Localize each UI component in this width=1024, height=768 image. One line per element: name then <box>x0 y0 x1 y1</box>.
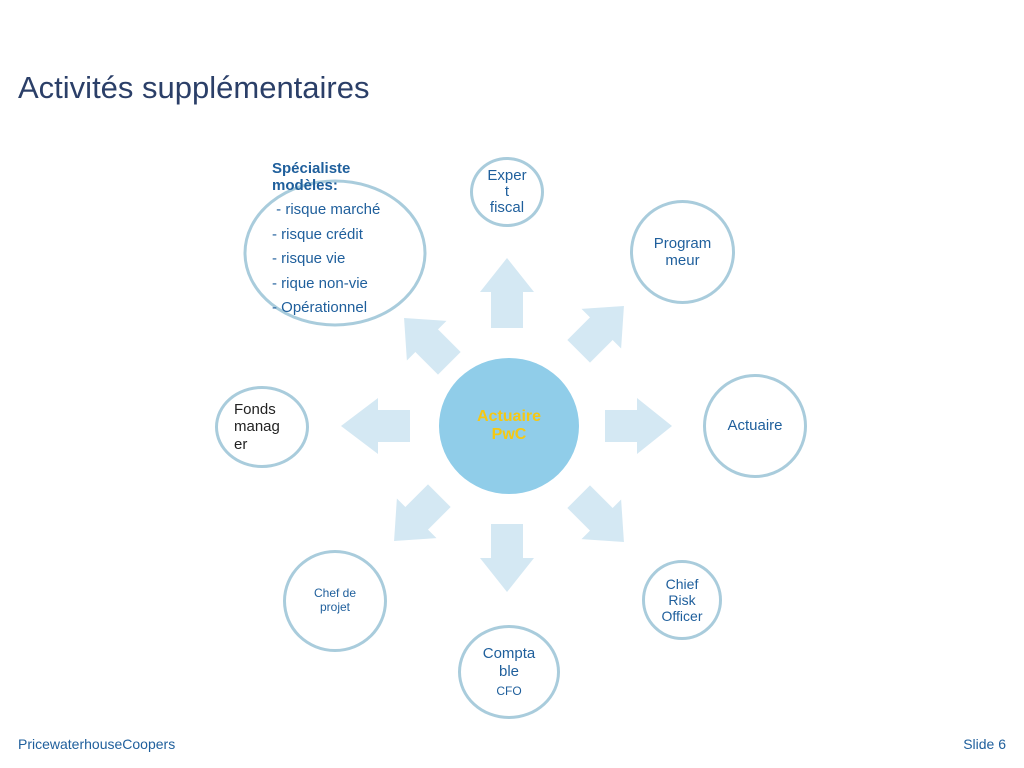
specialist-item: - Opérationnel <box>272 299 368 316</box>
specialist-item: - risque vie <box>272 250 346 267</box>
center-label-line2: PwC <box>491 426 527 443</box>
node-label-line: Chief <box>665 575 699 592</box>
node-label-line: meur <box>665 252 700 269</box>
arrow-down <box>480 524 534 592</box>
specialist-item: - risque marché <box>272 201 381 218</box>
node-chef-de-projet[interactable]: Chef de projet <box>283 550 387 652</box>
node-label-line: manag <box>234 418 280 436</box>
arrow-left <box>341 398 410 454</box>
specialist-heading-line1: Spécialiste <box>272 160 351 177</box>
footer-slide-number: Slide 6 <box>963 736 1006 752</box>
node-actuaire[interactable]: Actuaire <box>703 374 807 478</box>
specialist-box[interactable]: Spécialiste modèles: - risque marché - r… <box>272 160 422 321</box>
slide-title: Activités supplémentaires <box>18 70 370 105</box>
arrow-right <box>605 398 672 454</box>
node-programmeur[interactable]: Program meur <box>630 200 735 304</box>
node-label-line: Officer <box>661 608 703 625</box>
specialist-item: - risque crédit <box>272 225 363 243</box>
node-label-line: t <box>504 183 510 201</box>
node-label-line: Actuaire <box>727 417 783 435</box>
specialist-list: - risque marché - risque crédit - risque… <box>272 198 422 321</box>
specialist-ellipse <box>243 179 427 327</box>
node-label-line: Fonds <box>234 401 276 419</box>
node-label-line: Program <box>653 234 712 252</box>
node-comptable[interactable]: Compta ble CFO <box>458 625 560 719</box>
specialist-heading-line2: modèles: <box>272 176 338 194</box>
center-node-actuaire-pwc[interactable]: Actuaire PwC <box>439 358 579 494</box>
node-label-line: Compta <box>482 645 536 663</box>
node-label-line: Chef de <box>313 586 357 601</box>
node-label-line: projet <box>319 600 351 614</box>
arrow-up-left <box>404 318 461 375</box>
arrow-up <box>480 258 534 328</box>
center-label-line1: Actuaire <box>476 407 542 425</box>
node-sublabel-cfo: CFO <box>496 683 522 698</box>
node-expert-fiscal[interactable]: Exper t fiscal <box>470 157 544 227</box>
node-label-line: Risk <box>668 591 696 608</box>
node-label-line: ble <box>498 662 520 680</box>
node-label-line: fiscal <box>489 198 525 216</box>
specialist-item: - rique non-vie <box>272 274 368 292</box>
specialist-heading: Spécialiste modèles: <box>272 160 422 194</box>
footer-company: PricewaterhouseCoopers <box>18 736 176 752</box>
node-label-line: Exper <box>487 167 527 185</box>
arrow-down-right <box>567 485 624 542</box>
arrow-down-left <box>394 484 451 541</box>
node-label-line: er <box>234 435 248 453</box>
arrow-up-right <box>567 306 624 363</box>
node-fonds-manager[interactable]: Fonds manag er <box>215 386 309 468</box>
node-chief-risk-officer[interactable]: Chief Risk Officer <box>642 560 722 640</box>
